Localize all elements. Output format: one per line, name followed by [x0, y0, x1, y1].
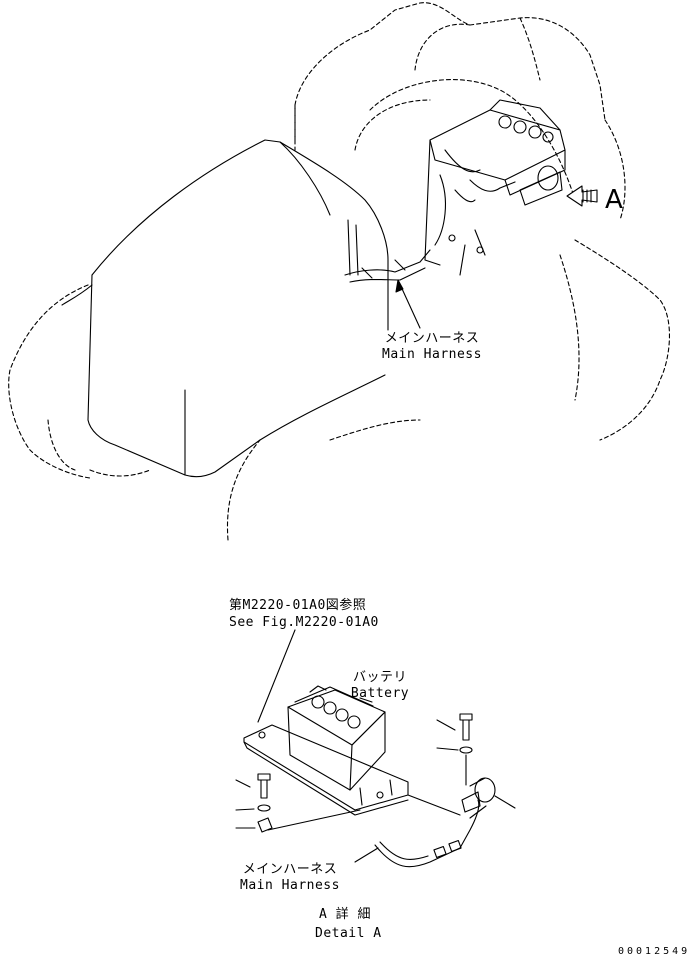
detail-title-en: Detail A — [315, 926, 382, 941]
view-marker-label: A — [605, 185, 623, 215]
battery-label-ja: バッテリ — [352, 670, 407, 685]
detail-main-harness-label-en: Main Harness — [240, 878, 340, 893]
relay-detail — [407, 777, 516, 816]
main-harness-detail — [354, 799, 487, 868]
detail-title-ja: A 詳 細 — [319, 907, 371, 922]
battery-detail — [243, 629, 409, 816]
reference-label-en: See Fig.M2220-01A0 — [229, 615, 379, 630]
hardware-right — [436, 713, 473, 786]
detail-main-harness-label-ja: メインハーネス — [242, 862, 338, 877]
reference-label-ja: 第M2220-01A0図参照 — [229, 598, 367, 613]
drawing-number: 00012549 — [618, 946, 691, 957]
battery-label-en: Battery — [350, 686, 410, 701]
machine-body — [8, 2, 670, 541]
upper-main-harness-label-ja: メインハーネス — [384, 331, 480, 346]
view-arrow — [566, 185, 598, 207]
upper-main-harness-label-en: Main Harness — [382, 347, 482, 362]
battery-upper — [424, 99, 566, 276]
hardware-left — [235, 773, 361, 833]
main-harness-upper — [344, 219, 431, 283]
